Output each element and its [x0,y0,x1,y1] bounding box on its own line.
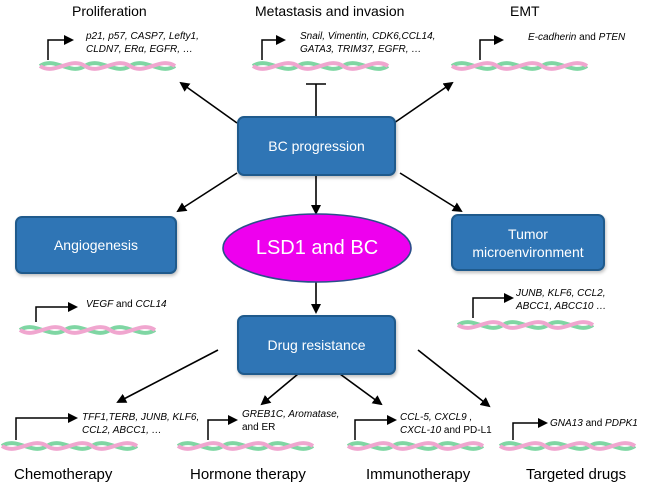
genes-angiogenesis: VEGF and CCL14 [86,299,167,310]
arrow-to-chemotherapy [116,349,219,403]
genes-targeted: GNA13 and PDPK1 [550,418,638,429]
tss-arrow-targeted [512,418,548,440]
dna-helix-tme [456,320,595,330]
box-drug-resistance: Drug resistance [237,315,396,375]
label-hormone-therapy: Hormone therapy [190,466,306,483]
tss-arrow-immunotherapy [354,415,397,440]
tss-arrow-tme [472,293,514,318]
arrow-to-proliferation [179,81,238,124]
arrow-to-immunotherapy [339,373,383,406]
dna-helix-emt [450,61,589,71]
arrow-to-targeted [417,349,491,408]
arrow-to-hormone [260,373,299,406]
tss-arrow-chemotherapy [15,413,78,440]
box-bc-progression: BC progression [237,116,396,176]
dna-helix-immunotherapy [346,441,485,451]
label-targeted-drugs: Targeted drugs [526,466,627,483]
label-immunotherapy: Immunotherapy [366,466,471,483]
main-connectors [116,81,491,408]
genes-tme: JUNB, KLF6, CCL2, ABCC1, ABCC10 … [516,288,607,312]
label-chemotherapy: Chemotherapy [14,466,113,483]
box-tumor-microenvironment: Tumor microenvironment [451,214,605,271]
genes-proliferation: p21, p57, CASP7, Lefty1, CLDN7, ERα, EGF… [86,31,199,55]
tss-arrow-metastasis [261,35,286,60]
dna-helix-angiogenesis [18,325,157,335]
tss-arrow-hormone [207,415,238,440]
tss-arrow-proliferation [47,35,74,60]
label-metastasis: Metastasis and invasion [255,3,405,19]
genes-emt: E-cadherin and PTEN [528,32,626,43]
arrow-to-angiogenesis [176,172,238,213]
genes-hormone: GREB1C, Aromatase, and ER [242,409,340,433]
genes-immunotherapy: CCL-5, CXCL9 , CXCL-10 and PD-L1 [400,412,492,436]
tss-arrow-angiogenesis [35,302,78,322]
box-angiogenesis: Angiogenesis [15,216,177,274]
tss-arrows [15,35,548,440]
genes-chemotherapy: TFF1,TERB, JUNB, KLF6, CCL2, ABCC1, … [82,412,200,436]
dna-helix-metastasis [251,61,390,71]
dna-helix-proliferation [38,61,177,71]
label-emt: EMT [510,3,540,19]
tss-arrow-emt [479,35,504,60]
arrow-to-tme [399,172,463,213]
dna-helix-hormone [176,441,315,451]
label-proliferation: Proliferation [72,3,147,19]
genes-metastasis: Snail, Vimentin, CDK6,CCL14, GATA3, TRIM… [300,31,436,55]
center-ellipse [222,213,412,283]
center-label: LSD1 and BC [255,236,379,259]
arrow-to-emt [393,81,454,124]
dna-helix-chemotherapy [0,441,139,451]
dna-helix-targeted [498,441,637,451]
